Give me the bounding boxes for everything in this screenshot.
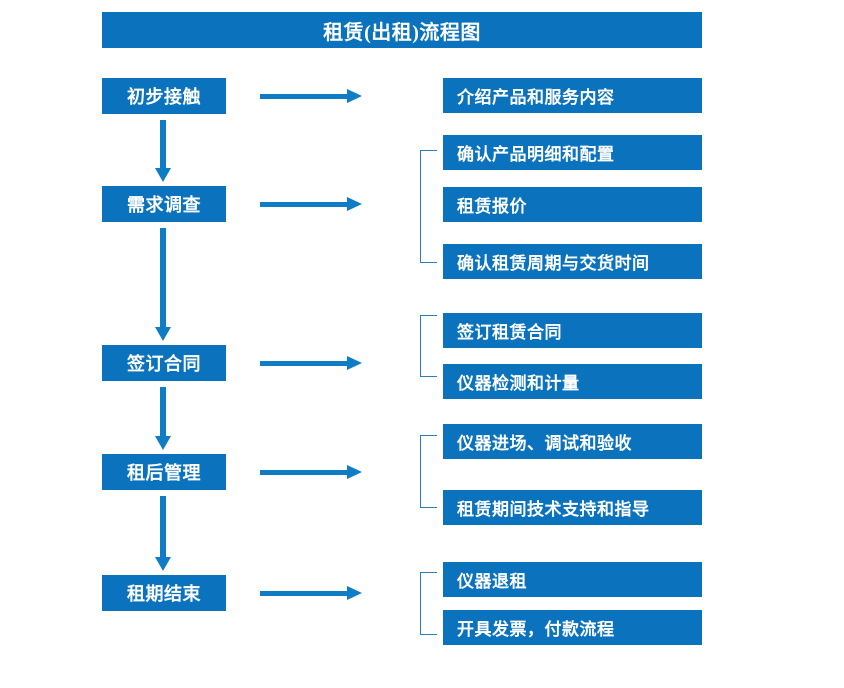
right-arrow-icon-2: [260, 196, 362, 212]
diagram-title: 租赁(出租)流程图: [102, 12, 702, 48]
arrow-shaft: [160, 496, 166, 557]
detail-box-2[interactable]: 确认产品明细和配置: [443, 135, 702, 170]
arrow-head: [347, 356, 362, 370]
arrow-head: [347, 465, 362, 479]
detail-box-6[interactable]: 仪器检测和计量: [443, 364, 702, 399]
detail-box-9[interactable]: 仪器退租: [443, 562, 702, 597]
detail-box-5[interactable]: 签订租赁合同: [443, 313, 702, 348]
left-bracket-icon-group-3: [420, 315, 437, 377]
left-bracket-icon-group-4: [420, 435, 437, 508]
arrow-head: [155, 168, 171, 182]
stage-box-1[interactable]: 初步接触: [102, 78, 226, 114]
down-arrow-icon-2: [155, 228, 171, 341]
arrow-head: [155, 436, 171, 450]
arrow-shaft: [260, 591, 348, 596]
arrow-shaft: [160, 387, 166, 436]
stage-box-5[interactable]: 租期结束: [102, 575, 226, 611]
arrow-head: [347, 586, 362, 600]
detail-box-10[interactable]: 开具发票，付款流程: [443, 610, 702, 645]
arrow-head: [155, 557, 171, 571]
detail-box-3[interactable]: 租赁报价: [443, 187, 702, 222]
down-arrow-icon-1: [155, 120, 171, 182]
arrow-shaft: [260, 94, 348, 99]
right-arrow-icon-1: [260, 88, 362, 104]
right-arrow-icon-4: [260, 464, 362, 480]
stage-box-3[interactable]: 签订合同: [102, 345, 226, 381]
detail-box-1[interactable]: 介绍产品和服务内容: [443, 78, 702, 113]
right-arrow-icon-5: [260, 585, 362, 601]
detail-box-8[interactable]: 租赁期间技术支持和指导: [443, 490, 702, 525]
arrow-head: [347, 89, 362, 103]
arrow-shaft: [260, 470, 348, 475]
stage-box-4[interactable]: 租后管理: [102, 454, 226, 490]
stage-box-2[interactable]: 需求调查: [102, 186, 226, 222]
arrow-shaft: [260, 361, 348, 366]
arrow-head: [347, 197, 362, 211]
right-arrow-icon-3: [260, 355, 362, 371]
down-arrow-icon-3: [155, 387, 171, 450]
left-bracket-icon-group-2: [420, 150, 437, 263]
detail-box-4[interactable]: 确认租赁周期与交货时间: [443, 244, 702, 279]
arrow-shaft: [160, 120, 166, 168]
detail-box-7[interactable]: 仪器进场、调试和验收: [443, 424, 702, 459]
down-arrow-icon-4: [155, 496, 171, 571]
arrow-shaft: [260, 202, 348, 207]
left-bracket-icon-group-5: [420, 572, 437, 635]
arrow-head: [155, 327, 171, 341]
arrow-shaft: [160, 228, 166, 327]
